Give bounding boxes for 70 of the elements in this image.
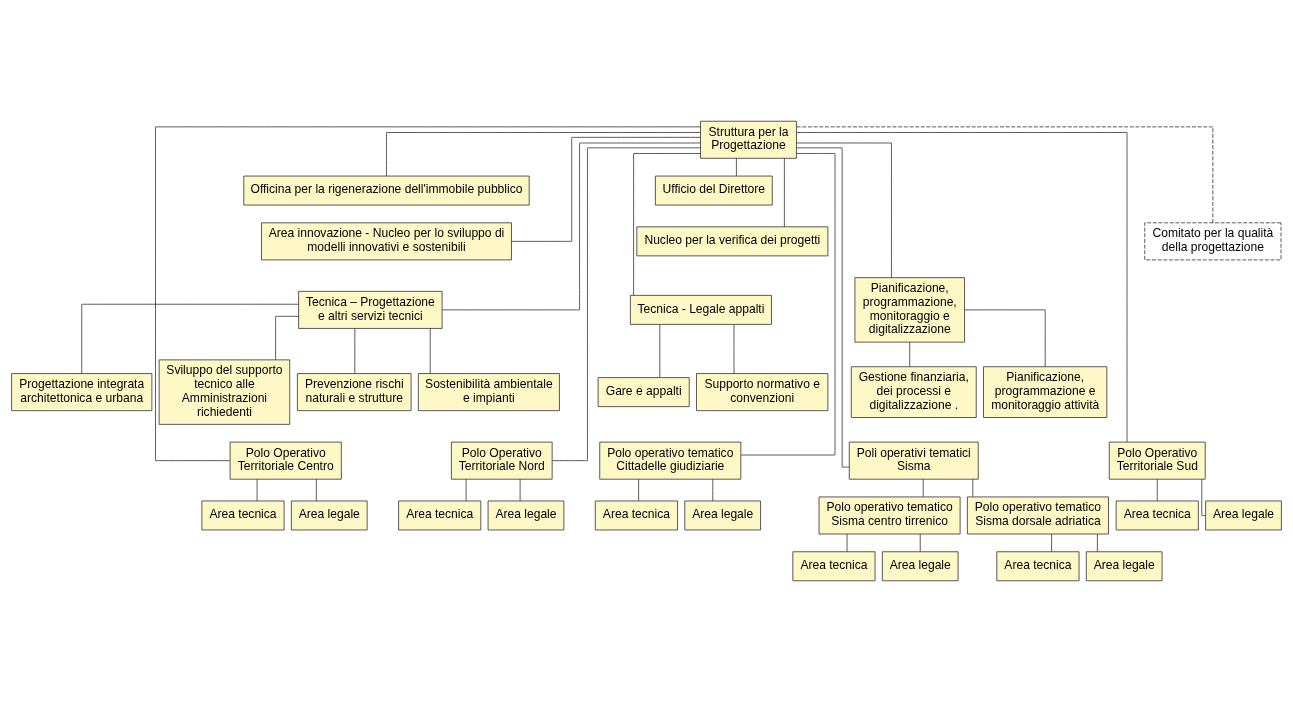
connector: [638, 478, 640, 502]
node-box: Gare e appalti: [597, 377, 690, 408]
connector: [964, 309, 1046, 367]
connector: [796, 126, 1214, 224]
connector: [386, 132, 701, 177]
connector: [733, 324, 735, 374]
connector: [796, 142, 892, 278]
node-box: Area tecnica: [1115, 500, 1199, 531]
connector: [1096, 533, 1098, 552]
connector: [1156, 478, 1158, 502]
node-box: Poli operativi tematici Sisma: [848, 441, 979, 480]
connector: [796, 132, 1128, 443]
connector: [783, 158, 785, 228]
connector: [354, 328, 356, 374]
node-box: Area legale: [684, 500, 761, 531]
node-box: Polo Operativo Territoriale Centro: [229, 441, 342, 480]
node-box: Ufficio del Direttore: [654, 175, 773, 206]
node-box: Area legale: [881, 551, 959, 582]
connector: [551, 147, 701, 462]
connector: [519, 478, 521, 502]
connector: [796, 147, 850, 468]
connector: [441, 142, 701, 311]
node-box: Progettazione integrata architettonica e urbana: [11, 373, 153, 412]
connector: [972, 478, 974, 497]
node-box: Area tecnica: [792, 551, 876, 582]
connector: [256, 478, 258, 502]
connector: [275, 315, 299, 361]
connector: [633, 153, 701, 296]
node-box: Comitato per la qualità della progettazione: [1144, 222, 1282, 261]
node-box: Area tecnica: [201, 500, 285, 531]
node-box: Sviluppo del supporto tecnico alle Amministrazioni richiedenti: [158, 359, 291, 425]
node-box: Area innovazione - Nucleo per lo sviluppo di modelli innovativi e sostenibili: [261, 222, 512, 261]
node-box: Area legale: [1205, 500, 1282, 531]
connector: [315, 478, 317, 502]
connector: [922, 478, 924, 497]
connector: [909, 341, 911, 367]
node-box: Pianificazione, programmazione, monitoraggio e digitalizzazione: [854, 277, 965, 343]
connector: [736, 158, 737, 177]
node-box: Area legale: [487, 500, 565, 531]
node-box: Area tecnica: [594, 500, 678, 531]
node-box: Nucleo per la verifica dei progetti: [636, 226, 829, 257]
node-box: Tecnica - Legale appalti: [629, 294, 772, 325]
node-box: Polo operativo tematico Cittadelle giudiziarie: [599, 441, 742, 480]
node-box: Polo operativo tematico Sisma dorsale adriatica: [966, 496, 1109, 535]
node-box: Supporto normativo e convenzioni: [696, 373, 829, 412]
connector: [712, 478, 714, 502]
node-box: Prevenzione rischi naturali e strutture: [297, 373, 412, 412]
node-box: Gestione finanziaria, dei processi e digitalizzazione .: [850, 366, 977, 418]
connector: [1201, 478, 1206, 516]
connector: [429, 328, 431, 374]
connector: [846, 533, 848, 552]
node-box: Officina per la rigenerazione dell'immobile pubblico: [243, 175, 530, 206]
node-box: Tecnica – Progettazione e altri servizi tecnici: [298, 290, 443, 329]
connector: [740, 153, 836, 456]
node-box: Area legale: [1085, 551, 1163, 582]
connector: [465, 478, 467, 502]
node-box: Polo Operativo Territoriale Sud: [1108, 441, 1206, 480]
node-box: Area legale: [290, 500, 368, 531]
connector: [81, 303, 299, 374]
node-box: Struttura per la Progettazione: [700, 120, 797, 159]
node-box: Area tecnica: [996, 551, 1080, 582]
connector: [511, 136, 701, 242]
node-box: Pianificazione, programmazione e monitoraggio attività: [983, 366, 1108, 418]
node-box: Area tecnica: [398, 500, 482, 531]
connector: [919, 533, 921, 552]
node-box: Polo operativo tematico Sisma centro tirrenico: [818, 496, 961, 535]
node-box: Sostenibilità ambientale e impianti: [417, 373, 560, 412]
connector: [1051, 533, 1053, 552]
node-box: Polo Operativo Territoriale Nord: [451, 441, 553, 480]
connector: [659, 324, 661, 378]
